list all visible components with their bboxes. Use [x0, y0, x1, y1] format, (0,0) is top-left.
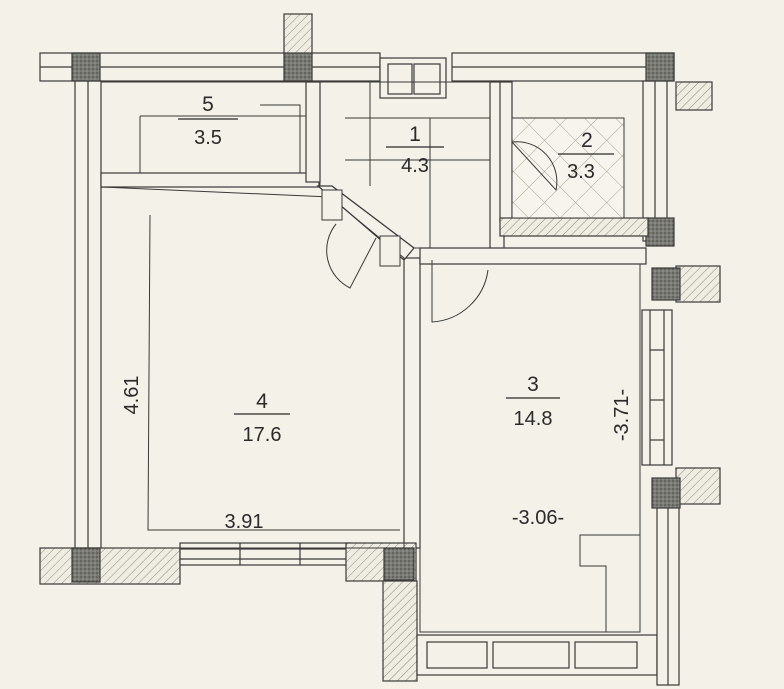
room-area: 4.3: [401, 155, 429, 177]
room5-wall: [100, 172, 320, 188]
room-label-5: 5 3.5: [178, 93, 238, 149]
right-pilaster-low: [675, 467, 721, 505]
door-room3: [431, 260, 489, 323]
room-area: 14.8: [514, 408, 553, 430]
top-pilaster: [283, 13, 313, 55]
right-pilaster-mid: [675, 265, 721, 303]
room-label-1: 1 4.3: [386, 123, 444, 177]
room-area: 3.5: [194, 127, 222, 149]
room-area: 17.6: [243, 424, 282, 446]
column: [651, 477, 681, 509]
right-pilaster-top: [675, 81, 713, 111]
room-number: 5: [202, 93, 214, 116]
column: [651, 267, 681, 301]
room-outlines: [100, 81, 641, 633]
room-label-3: 3 14.8: [506, 373, 560, 430]
room3-top-wall: [419, 247, 647, 265]
bottom-left-wall: [39, 547, 181, 585]
dimension-room4-height: 4.61: [121, 376, 143, 415]
room-label-4: 4 17.6: [234, 390, 290, 446]
center-lower-wall: [382, 580, 418, 682]
room-number: 2: [581, 129, 593, 152]
column: [383, 547, 415, 581]
column: [71, 547, 101, 583]
column: [283, 52, 313, 82]
doors: [321, 141, 558, 323]
door-room4: [326, 223, 377, 289]
door-frame: [321, 189, 343, 221]
right-window: [641, 309, 673, 466]
top-window: [379, 57, 447, 99]
door-frame: [379, 235, 401, 267]
dimension-room3-height: -3.71-: [611, 389, 633, 441]
bottom-window-left: [179, 542, 351, 566]
dimension-room3-width: -3.06-: [512, 507, 564, 529]
room-number: 3: [527, 373, 539, 396]
center-wall: [403, 257, 421, 549]
room2-left-wall: [499, 81, 513, 223]
room-label-2: 2 3.3: [558, 129, 614, 183]
column: [645, 52, 675, 82]
room-area: 3.3: [567, 161, 595, 183]
room-number: 1: [409, 123, 421, 146]
door-room2: [511, 141, 558, 192]
room5-right-wall: [305, 81, 321, 183]
column: [645, 217, 675, 247]
room2-tile-floor: [511, 117, 625, 219]
room-number: 4: [256, 390, 268, 413]
column: [71, 52, 101, 82]
room2-bottom-wall: [499, 217, 649, 237]
bottom-window-right: [416, 634, 658, 676]
dimension-room4-width: 3.91: [225, 511, 264, 533]
